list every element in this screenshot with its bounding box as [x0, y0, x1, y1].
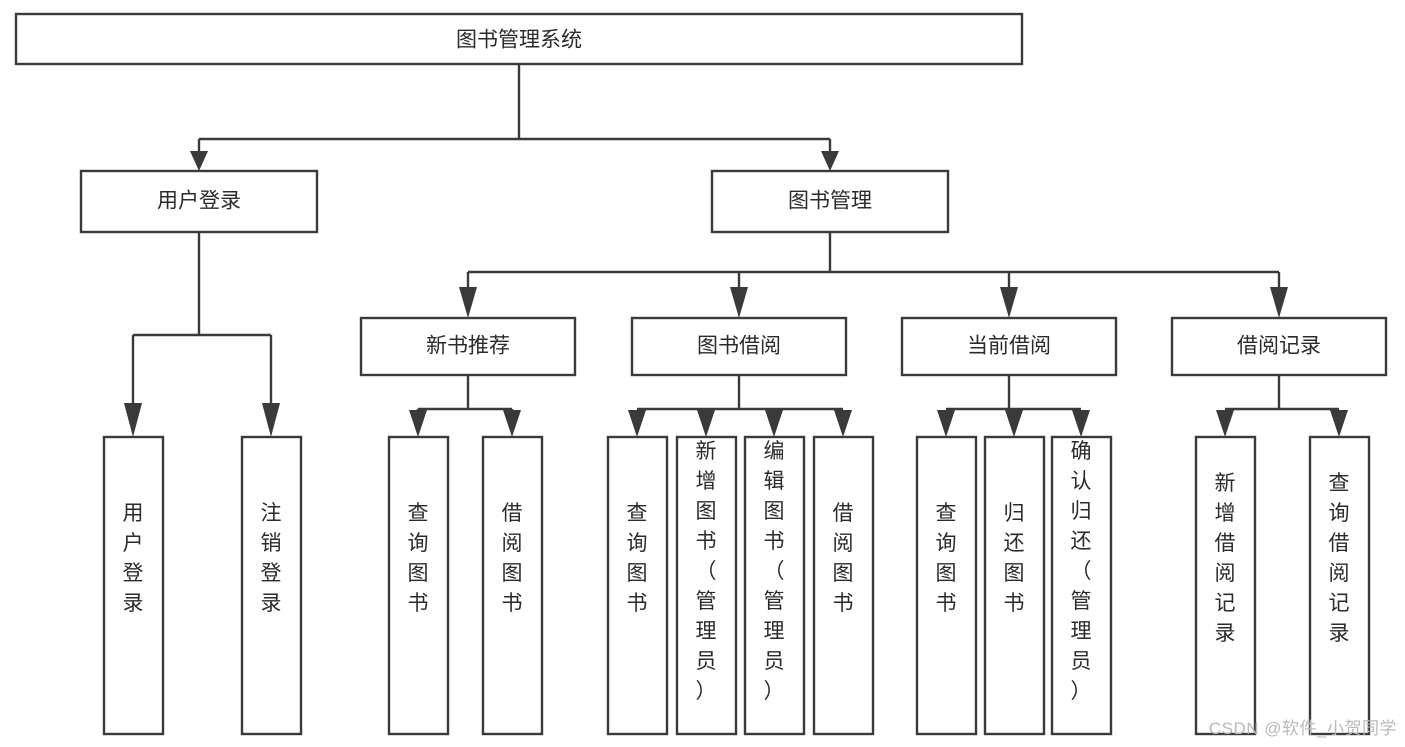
arrowhead-leaf-borrow-book-1: [503, 410, 521, 437]
arrowhead-leaf-query-book-1: [409, 410, 427, 437]
leaf-borrow-book-1-label: 借阅图书: [502, 502, 523, 615]
leaf-add-record-box[interactable]: [1194, 435, 1257, 736]
arrowhead-leaf-user-login: [124, 403, 142, 437]
leaf-query-book-2-box[interactable]: [606, 435, 669, 736]
borrow-record-box[interactable]: [1170, 316, 1388, 377]
node-leaf-borrow-book-2[interactable]: 借阅图书: [812, 435, 875, 736]
leaf-query-record-label: 查询借阅记录: [1329, 472, 1350, 645]
new-book-recommend-label: 新书推荐: [426, 335, 510, 358]
leaf-borrow-book-2-box[interactable]: [812, 435, 875, 736]
node-book-borrow[interactable]: 图书借阅: [630, 316, 848, 377]
node-leaf-edit-book[interactable]: 编辑图书（管理员）: [743, 435, 806, 736]
leaf-query-book-2-label: 查询图书: [627, 502, 648, 615]
arrowhead-book-manage: [821, 151, 839, 171]
arrowhead-leaf-add-record: [1216, 410, 1234, 437]
node-leaf-borrow-book-1[interactable]: 借阅图书: [481, 435, 544, 736]
leaf-borrow-book-1-box[interactable]: [481, 435, 544, 736]
arrowhead-book-borrow: [730, 287, 748, 318]
node-leaf-user-login[interactable]: 用户登录: [102, 435, 165, 736]
leaf-query-book-3-box[interactable]: [915, 435, 978, 736]
node-user-login[interactable]: 用户登录: [79, 169, 319, 234]
node-borrow-record[interactable]: 借阅记录: [1170, 316, 1388, 377]
node-leaf-logout-login[interactable]: 注销登录: [240, 435, 303, 736]
arrowhead-current-borrow: [1000, 287, 1018, 318]
leaf-edit-book-label: 编辑图书（管理员）: [764, 440, 785, 703]
node-leaf-query-book-2[interactable]: 查询图书: [606, 435, 669, 736]
leaf-edit-book-box[interactable]: [743, 435, 806, 736]
watermark-text: CSDN @软件_小贺同学: [1208, 719, 1397, 738]
arrowhead-leaf-add-book: [697, 410, 715, 437]
new-book-recommend-box[interactable]: [359, 316, 577, 377]
arrowhead-leaf-query-book-2: [628, 410, 646, 437]
leaf-query-book-3-label: 查询图书: [936, 502, 957, 615]
node-leaf-add-book[interactable]: 新增图书（管理员）: [675, 435, 738, 736]
leaf-return-book-box[interactable]: [983, 435, 1046, 736]
leaf-logout-login-box[interactable]: [240, 435, 303, 736]
arrowhead-leaf-logout-login: [262, 403, 280, 437]
leaf-query-record-box[interactable]: [1308, 435, 1371, 736]
arrowhead-leaf-return-book: [1005, 410, 1023, 437]
user-login-label: 用户登录: [157, 190, 241, 213]
book-borrow-label: 图书借阅: [697, 335, 781, 358]
borrow-record-label: 借阅记录: [1237, 335, 1321, 358]
leaf-query-book-1-label: 查询图书: [408, 502, 429, 615]
current-borrow-box[interactable]: [900, 316, 1118, 377]
book-manage-label: 图书管理: [788, 190, 872, 213]
leaf-return-book-label: 归还图书: [1004, 502, 1025, 615]
arrowhead-user-login: [190, 151, 208, 171]
leaf-user-login-label: 用户登录: [123, 502, 144, 615]
node-leaf-query-book-1[interactable]: 查询图书: [387, 435, 450, 736]
arrowhead-borrow-record: [1270, 287, 1288, 318]
arrowhead-leaf-confirm-return: [1072, 410, 1090, 437]
leaf-add-book-box[interactable]: [675, 435, 738, 736]
leaf-confirm-return-label: 确认归还（管理员）: [1071, 440, 1092, 703]
arrowhead-leaf-query-record: [1330, 410, 1348, 437]
connector-group: [124, 64, 1348, 437]
node-leaf-return-book[interactable]: 归还图书: [983, 435, 1046, 736]
node-leaf-add-record[interactable]: 新增借阅记录: [1194, 435, 1257, 736]
current-borrow-label: 当前借阅: [967, 335, 1051, 358]
node-book-manage[interactable]: 图书管理: [710, 169, 950, 234]
arrowhead-leaf-edit-book: [765, 410, 783, 437]
leaf-confirm-return-box[interactable]: [1050, 435, 1113, 736]
book-manage-box[interactable]: [710, 169, 950, 234]
node-leaf-confirm-return[interactable]: 确认归还（管理员）: [1050, 435, 1113, 736]
user-login-box[interactable]: [79, 169, 319, 234]
leaf-add-record-label: 新增借阅记录: [1215, 472, 1236, 645]
root-label: 图书管理系统: [456, 29, 582, 52]
leaf-query-book-1-box[interactable]: [387, 435, 450, 736]
node-root[interactable]: 图书管理系统: [14, 12, 1024, 66]
node-leaf-query-book-3[interactable]: 查询图书: [915, 435, 978, 736]
leaf-user-login-box[interactable]: [102, 435, 165, 736]
node-new-book-recommend[interactable]: 新书推荐: [359, 316, 577, 377]
leaf-borrow-book-2-label: 借阅图书: [833, 502, 854, 615]
leaf-logout-login-label: 注销登录: [261, 502, 282, 615]
leaf-add-book-label: 新增图书（管理员）: [696, 440, 717, 703]
root-box[interactable]: [14, 12, 1024, 66]
node-current-borrow[interactable]: 当前借阅: [900, 316, 1118, 377]
node-leaf-query-record[interactable]: 查询借阅记录: [1308, 435, 1371, 736]
arrowhead-leaf-query-book-3: [937, 410, 955, 437]
arrowhead-leaf-borrow-book-2: [834, 410, 852, 437]
arrowhead-new-book-recommend: [459, 287, 477, 318]
book-borrow-box[interactable]: [630, 316, 848, 377]
